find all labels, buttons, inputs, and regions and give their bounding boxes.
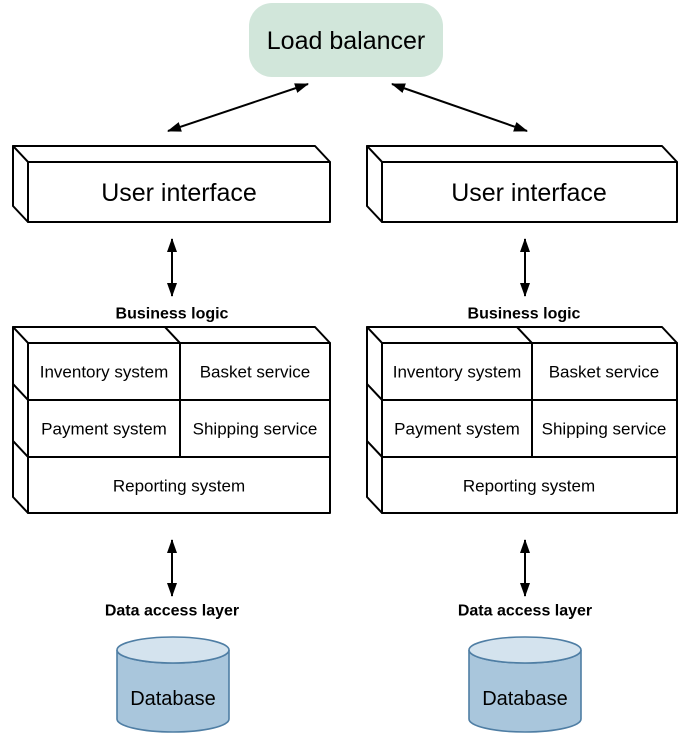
business-logic-title-left: Business logic — [116, 306, 229, 323]
cube-top-face — [366, 326, 533, 344]
business-logic-group-right: Business logic Inventory system Basket s… — [366, 306, 678, 514]
data-access-title-right: Data access layer — [458, 603, 592, 620]
service-label-reporting-left: Reporting system — [113, 477, 245, 496]
business-logic-title-right: Business logic — [468, 306, 581, 323]
service-label-inventory-right: Inventory system — [393, 363, 522, 382]
load-balancer-shape — [249, 3, 443, 77]
cube-top-face — [516, 326, 678, 344]
service-cell — [179, 399, 331, 458]
cube-top-face — [12, 145, 331, 163]
database-label-right: Database — [482, 688, 568, 710]
load-balancer-label: Load balancer — [267, 27, 425, 55]
cube-front-face — [381, 161, 678, 223]
business-logic-group-left: Business logic Inventory system Basket s… — [12, 306, 331, 514]
user-interface-label-left: User interface — [101, 179, 257, 207]
user-interface-node-left: User interface — [12, 145, 331, 223]
database-label-left: Database — [130, 688, 216, 710]
service-label-inventory-left: Inventory system — [40, 363, 169, 382]
service-label-payment-left: Payment system — [41, 420, 167, 439]
service-label-payment-right: Payment system — [394, 420, 520, 439]
service-cell — [381, 342, 533, 401]
data-access-title-left: Data access layer — [105, 603, 239, 620]
service-cell — [381, 456, 678, 514]
cube-top-face — [164, 326, 331, 344]
user-interface-node-right: User interface — [366, 145, 678, 223]
user-interface-label-right: User interface — [451, 179, 607, 207]
data-access-group-right: Data access layer Database — [458, 603, 592, 733]
service-label-shipping-left: Shipping service — [193, 420, 318, 439]
cube-top-face — [366, 145, 678, 163]
database-cylinder-top — [116, 636, 230, 664]
service-cell — [531, 342, 678, 401]
arrow-loadbalancer-to-ui-right — [391, 83, 528, 132]
cube-front-face — [27, 161, 331, 223]
service-label-basket-left: Basket service — [200, 363, 311, 382]
load-balancer-node: Load balancer — [249, 3, 443, 77]
service-label-reporting-right: Reporting system — [463, 477, 595, 496]
service-cell — [179, 342, 331, 401]
service-cell — [27, 342, 181, 401]
cube-top-face — [12, 326, 181, 344]
service-cell — [27, 456, 331, 514]
service-label-basket-right: Basket service — [549, 363, 660, 382]
service-label-shipping-right: Shipping service — [542, 420, 667, 439]
database-cylinder-top — [468, 636, 582, 664]
arrow-loadbalancer-to-ui-left — [167, 83, 309, 132]
data-access-group-left: Data access layer Database — [105, 603, 239, 733]
